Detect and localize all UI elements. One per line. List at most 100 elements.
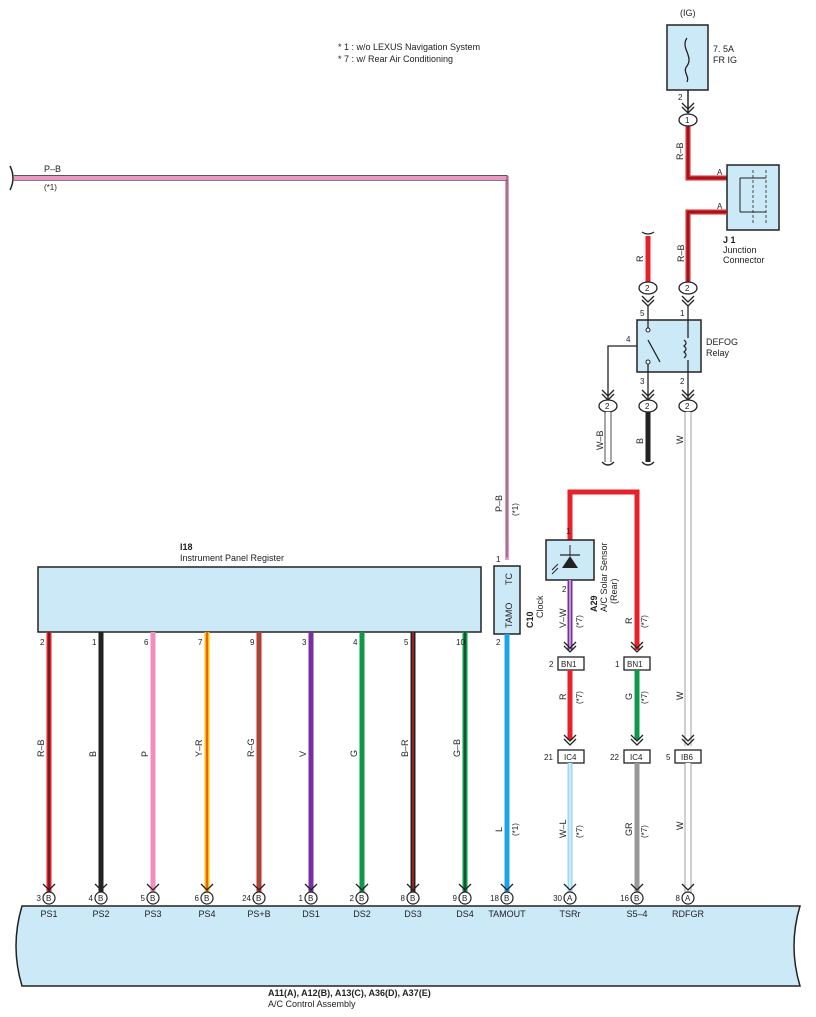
note-1: * 1 : w/o LEXUS Navigation System xyxy=(338,42,480,52)
bn1-b-name: BN1 xyxy=(627,660,643,669)
col-wl-wire: W–L xyxy=(558,819,568,838)
relay-wire-color: R–B xyxy=(676,244,686,262)
ac-terminal: DS2 xyxy=(353,909,371,919)
relay-pin1: 1 xyxy=(680,309,685,318)
sensor-pin1: 1 xyxy=(566,527,571,536)
ac-pin-number: 1 xyxy=(299,894,304,903)
instrument-panel-register xyxy=(37,566,482,633)
ac-connector-letter: B xyxy=(359,894,364,903)
defog-relay xyxy=(636,319,702,373)
ig-label: (IG) xyxy=(680,8,696,18)
ac-terminal: DS3 xyxy=(404,909,422,919)
conn-c2b: 2 xyxy=(645,284,650,293)
sens-vw-wire: V–W xyxy=(558,608,568,628)
top-wire-color: P–B xyxy=(44,164,61,174)
ac-connector xyxy=(146,891,160,905)
ac-connector xyxy=(681,891,695,905)
ac-terminal: PS3 xyxy=(144,909,161,919)
top-wire-note: (*1) xyxy=(44,183,57,192)
panel-wire-color: G–B xyxy=(452,739,462,757)
clock-code: C10 xyxy=(525,611,535,628)
conn-c2e: 2 xyxy=(685,402,690,411)
wb-wire: W–B xyxy=(595,430,605,450)
ig-conn-num: 1 xyxy=(685,116,690,125)
panel-wire-color: P xyxy=(140,751,150,757)
panel-wire-color: G xyxy=(349,750,359,757)
ac-connector xyxy=(500,891,514,905)
ac-pin-number: 18 xyxy=(490,894,499,903)
clock-wire-top: P–B xyxy=(494,495,504,512)
col-gr-note: (*7) xyxy=(640,825,649,838)
sensor-name1: A/C Solar Sensor xyxy=(599,542,609,612)
ac-pin-number: 16 xyxy=(620,894,629,903)
bn1-a-name: BN1 xyxy=(561,660,577,669)
relay-pin5: 5 xyxy=(640,309,645,318)
panel-pin: 10 xyxy=(456,638,465,647)
ac-pin-number: 9 xyxy=(453,894,458,903)
panel-wire-color: B–R xyxy=(400,739,410,757)
left-r-wire: R xyxy=(635,255,645,262)
ig-wire-color: R–B xyxy=(675,142,685,160)
ac-connector-letter: B xyxy=(150,894,155,903)
ac-connector-letter: B xyxy=(504,894,509,903)
ic4-a-pin: 21 xyxy=(544,753,553,762)
ac-pin-number: 24 xyxy=(242,894,251,903)
fuse-symbol xyxy=(684,37,690,83)
ac-pin-number: 8 xyxy=(401,894,406,903)
ac-terminal: TAMOUT xyxy=(488,909,526,919)
ac-control-assembly xyxy=(15,905,802,987)
relay-pin3: 3 xyxy=(640,377,645,386)
panel-wire-color: B xyxy=(88,751,98,757)
ac-codes: A11(A), A12(B), A13(C), A36(D), A37(E) xyxy=(268,988,431,998)
w-wire-3: W xyxy=(675,821,685,830)
sensor-name2: (Rear) xyxy=(609,578,619,604)
panel-wire-color: R–G xyxy=(246,738,256,757)
fuse-name: FR IG xyxy=(713,55,737,65)
clock-pin-tc: TC xyxy=(504,573,514,585)
relay-pin4: 4 xyxy=(626,335,631,344)
panel-pin: 4 xyxy=(353,638,358,647)
relay-pin2: 2 xyxy=(680,377,685,386)
ac-connector xyxy=(406,891,420,905)
ac-terminal: PS+B xyxy=(247,909,270,919)
ac-connector-letter: B xyxy=(256,894,261,903)
ac-pin-number: 30 xyxy=(553,894,562,903)
ic4-b-pin: 22 xyxy=(610,753,619,762)
ac-terminal: TSRr xyxy=(560,909,581,919)
ac-connector-letter: B xyxy=(98,894,103,903)
fuse-pin: 2 xyxy=(678,93,683,102)
panel-pin: 5 xyxy=(404,638,409,647)
sensor-pin2: 2 xyxy=(562,585,567,594)
sens-r-wire: R xyxy=(624,617,634,624)
clock-pin1: 1 xyxy=(496,555,501,564)
col-g-wire: G xyxy=(624,693,634,700)
jc-code: J 1 xyxy=(723,235,736,245)
ic4-a-name: IC4 xyxy=(564,753,577,762)
ac-terminal: PS1 xyxy=(40,909,57,919)
ac-pin-number: 2 xyxy=(350,894,355,903)
bn1-b-pin: 1 xyxy=(615,660,620,669)
ac-connector xyxy=(200,891,214,905)
col-r-wire: R xyxy=(558,693,568,700)
b-wire: B xyxy=(635,438,645,444)
col-g-note: (*7) xyxy=(640,691,649,704)
panel-pin: 2 xyxy=(40,638,45,647)
ac-pin-number: 4 xyxy=(89,894,94,903)
panel-pin: 6 xyxy=(144,638,149,647)
clock-pin-tamo: TAMO xyxy=(504,603,514,628)
ac-connector xyxy=(630,891,644,905)
panel-name: Instrument Panel Register xyxy=(180,553,284,563)
ac-connector-letter: A xyxy=(567,894,573,903)
top-wire-pb xyxy=(9,165,509,560)
clock-wire-top-note: (*1) xyxy=(511,503,520,516)
panel-wire-color: Y–R xyxy=(194,739,204,757)
jc-pin-a1: A xyxy=(717,168,723,177)
ac-pin-number: 6 xyxy=(195,894,200,903)
clock-name: Clock xyxy=(535,595,545,618)
ac-terminal: RDFGR xyxy=(672,909,704,919)
sens-vw-note: (*7) xyxy=(575,615,584,628)
rb-wire-relay xyxy=(685,209,727,282)
ac-terminal: S5–4 xyxy=(626,909,647,919)
note-7: * 7 : w/ Rear Air Conditioning xyxy=(338,54,453,64)
